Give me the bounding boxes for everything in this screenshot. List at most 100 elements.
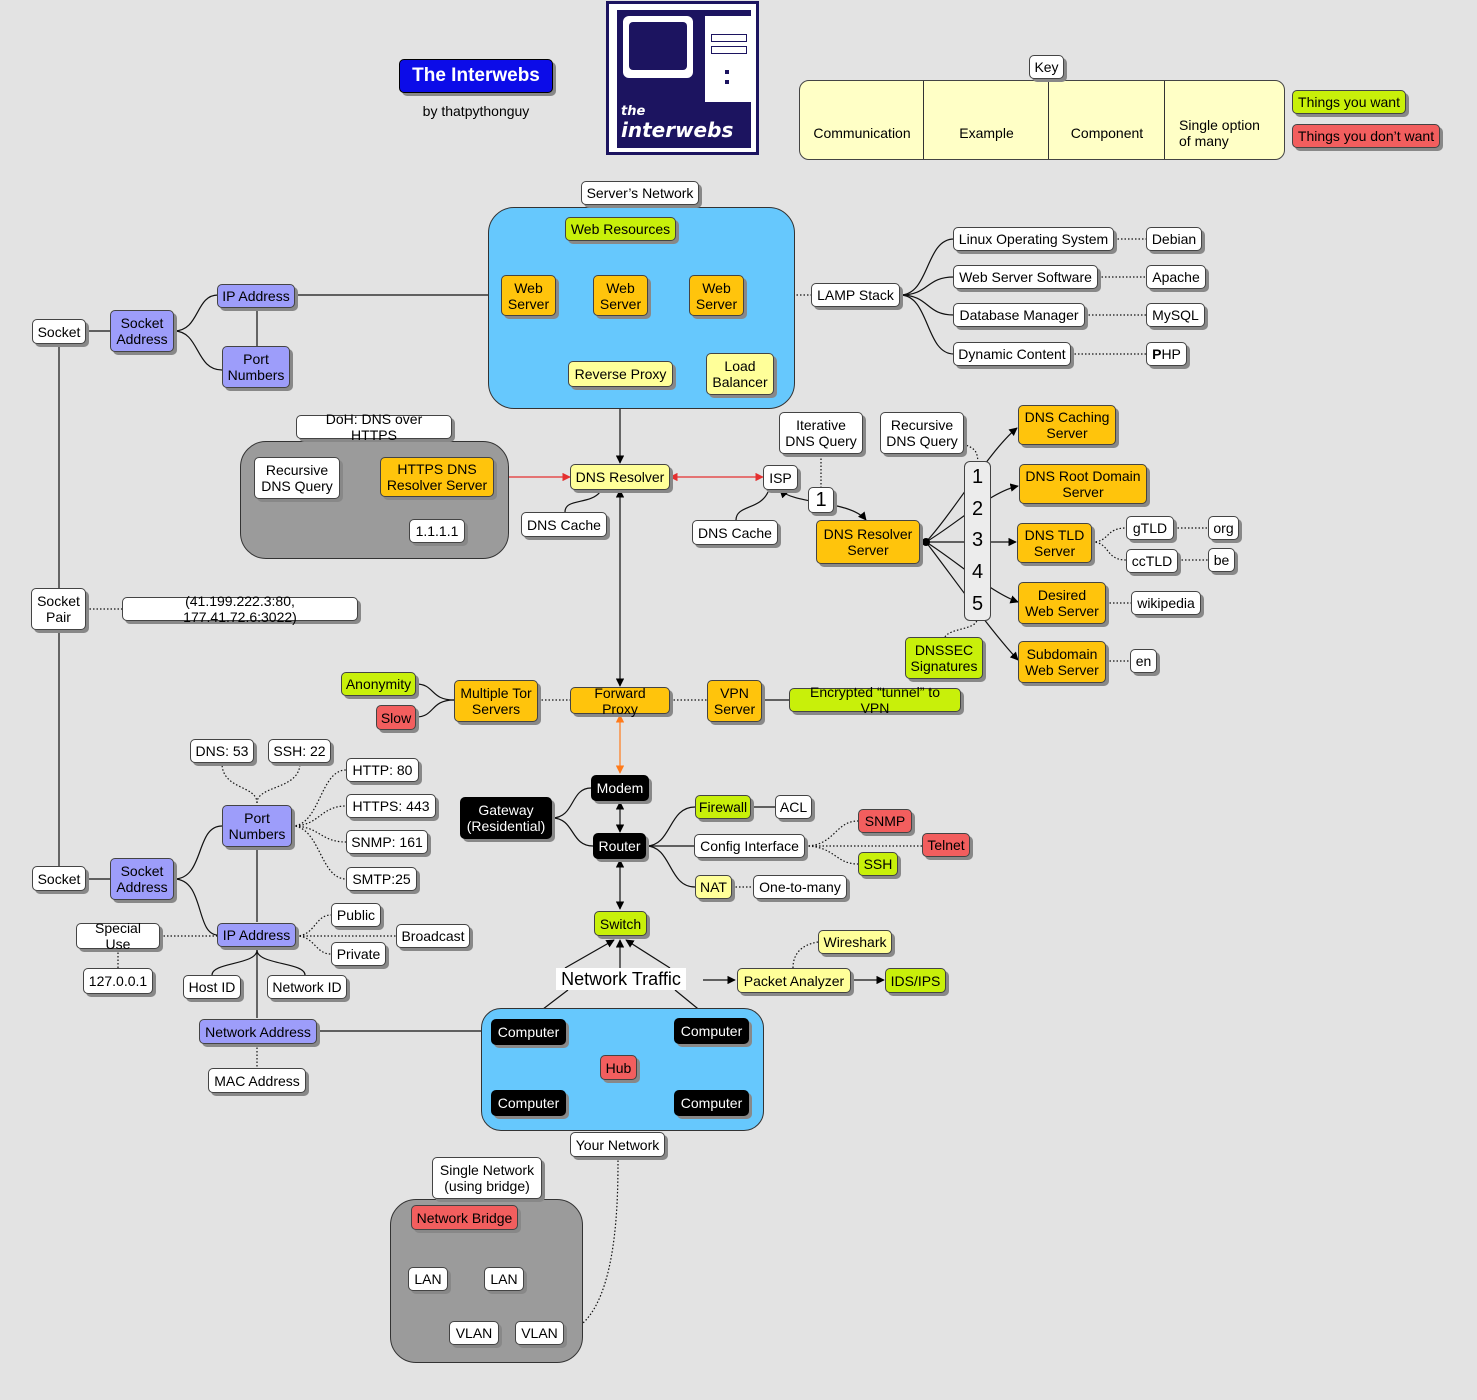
- gtld: gTLD: [1126, 516, 1174, 540]
- ip-address-top: IP Address: [217, 284, 295, 308]
- computer-top-left: Computer: [491, 1019, 566, 1045]
- key-communication: Communication: [813, 125, 911, 141]
- hub: Hub: [600, 1055, 637, 1080]
- recursive-steps: 1 2 3 4 5: [964, 461, 991, 621]
- desired-web-server: Desired Web Server: [1018, 582, 1106, 624]
- config-ssh: SSH: [858, 852, 898, 876]
- vlan-2: VLAN: [515, 1321, 564, 1345]
- key-single-option: Single option of many: [1179, 117, 1260, 149]
- your-network-label: Your Network: [570, 1132, 665, 1157]
- network-bridge: Network Bridge: [411, 1205, 518, 1230]
- socket-address-top: Socket Address: [110, 310, 174, 352]
- gateway-residential: Gateway (Residential): [460, 797, 552, 839]
- dynamic-content: Dynamic Content: [953, 342, 1071, 366]
- port-snmp: SNMP: 161: [346, 830, 428, 854]
- host-id: Host ID: [183, 975, 241, 999]
- socket-address-bottom: Socket Address: [110, 858, 174, 900]
- servers-network-label: Server’s Network: [581, 181, 699, 205]
- dns-resolver-server: DNS Resolver Server: [816, 520, 920, 564]
- nat: NAT: [695, 875, 732, 899]
- cctld: ccTLD: [1126, 549, 1178, 573]
- step-4: 4: [971, 561, 984, 584]
- reverse-proxy: Reverse Proxy: [568, 361, 673, 387]
- port-smtp: SMTP:25: [346, 867, 417, 891]
- ip-public: Public: [331, 903, 381, 927]
- computer-bottom-right: Computer: [674, 1090, 749, 1116]
- key-legend: Communication Example Component Single o…: [799, 80, 1285, 160]
- socket-bottom: Socket: [32, 866, 86, 891]
- computer-bottom-left: Computer: [491, 1090, 566, 1116]
- dns-root-domain-server: DNS Root Domain Server: [1019, 464, 1147, 504]
- ids-ips: IDS/IPS: [885, 968, 946, 993]
- modem: Modem: [591, 775, 649, 801]
- cloudflare-ip: 1.1.1.1: [409, 519, 465, 543]
- dns-resolver: DNS Resolver: [570, 464, 670, 490]
- wikipedia: wikipedia: [1131, 591, 1201, 615]
- port-ssh: SSH: 22: [268, 739, 331, 763]
- forward-proxy: Forward Proxy: [570, 685, 670, 717]
- switch: Switch: [594, 911, 647, 936]
- slow: Slow: [376, 705, 416, 730]
- key-things-you-want: Things you want: [1292, 90, 1406, 114]
- web-resources: Web Resources: [565, 217, 676, 241]
- port-numbers-top: Port Numbers: [222, 346, 290, 388]
- tld-be: be: [1208, 548, 1235, 572]
- mysql: MySQL: [1146, 303, 1205, 327]
- ip-broadcast: Broadcast: [396, 924, 470, 948]
- debian: Debian: [1146, 227, 1202, 251]
- iterative-dns-query: Iterative DNS Query: [779, 412, 863, 454]
- dnssec-signatures: DNSSEC Signatures: [905, 637, 983, 679]
- key-things-you-dont-want: Things you don’t want: [1292, 124, 1440, 148]
- acl: ACL: [775, 795, 812, 819]
- ip-private: Private: [331, 942, 386, 966]
- ip-address-bottom: IP Address: [217, 923, 296, 947]
- firewall: Firewall: [695, 795, 751, 819]
- dns-cache: DNS Cache: [521, 512, 607, 537]
- lan-1: LAN: [408, 1267, 448, 1291]
- port-numbers-bottom: Port Numbers: [222, 805, 292, 847]
- step-5: 5: [971, 592, 984, 615]
- port-https: HTTPS: 443: [346, 794, 436, 818]
- byline: by thatpythonguy: [422, 103, 530, 119]
- port-http: HTTP: 80: [346, 758, 419, 782]
- linux-os: Linux Operating System: [953, 227, 1114, 251]
- web-server-1: Web Server: [501, 275, 556, 316]
- multiple-tor-servers: Multiple Tor Servers: [454, 680, 538, 722]
- step-3: 3: [971, 529, 984, 552]
- one-to-many: One-to-many: [753, 875, 847, 899]
- interwebs-logo: the interwebs: [606, 1, 759, 155]
- database-manager: Database Manager: [953, 303, 1085, 327]
- web-server-3: Web Server: [689, 275, 744, 316]
- doh-recursive-query: Recursive DNS Query: [254, 457, 340, 499]
- lamp-stack: LAMP Stack: [811, 283, 900, 307]
- config-interface: Config Interface: [694, 834, 805, 858]
- subdomain-web-server: Subdomain Web Server: [1018, 641, 1106, 683]
- lan-2: LAN: [484, 1267, 524, 1291]
- key-example: Example: [959, 125, 1014, 141]
- page-title: The Interwebs: [399, 59, 553, 93]
- step-1: 1: [971, 466, 984, 489]
- mac-address: MAC Address: [208, 1068, 306, 1093]
- socket-pair-value: (41.199.222.3:80, 177.41.72.6:3022): [122, 593, 358, 625]
- key-component: Component: [1070, 125, 1144, 141]
- vlan-1: VLAN: [449, 1321, 499, 1345]
- encrypted-tunnel: Encrypted “tunnel” to VPN: [789, 684, 961, 716]
- subdomain-en: en: [1130, 649, 1157, 673]
- doh-label: DoH: DNS over HTTPS: [296, 411, 452, 443]
- isp-dns-cache: DNS Cache: [692, 520, 778, 545]
- special-use: Special Use: [76, 920, 160, 952]
- vpn-server: VPN Server: [707, 680, 762, 722]
- wireshark: Wireshark: [818, 930, 892, 954]
- web-server-2: Web Server: [593, 275, 648, 316]
- https-dns-resolver: HTTPS DNS Resolver Server: [380, 457, 494, 497]
- apache: Apache: [1146, 265, 1206, 289]
- iterative-step-1: 1: [808, 487, 834, 513]
- web-server-software: Web Server Software: [953, 265, 1098, 289]
- tld-org: org: [1208, 516, 1239, 540]
- load-balancer: Load Balancer: [706, 353, 774, 395]
- port-dns: DNS: 53: [190, 739, 254, 763]
- network-id: Network ID: [267, 975, 347, 999]
- socket-top: Socket: [32, 319, 86, 344]
- computer-top-right: Computer: [674, 1018, 749, 1044]
